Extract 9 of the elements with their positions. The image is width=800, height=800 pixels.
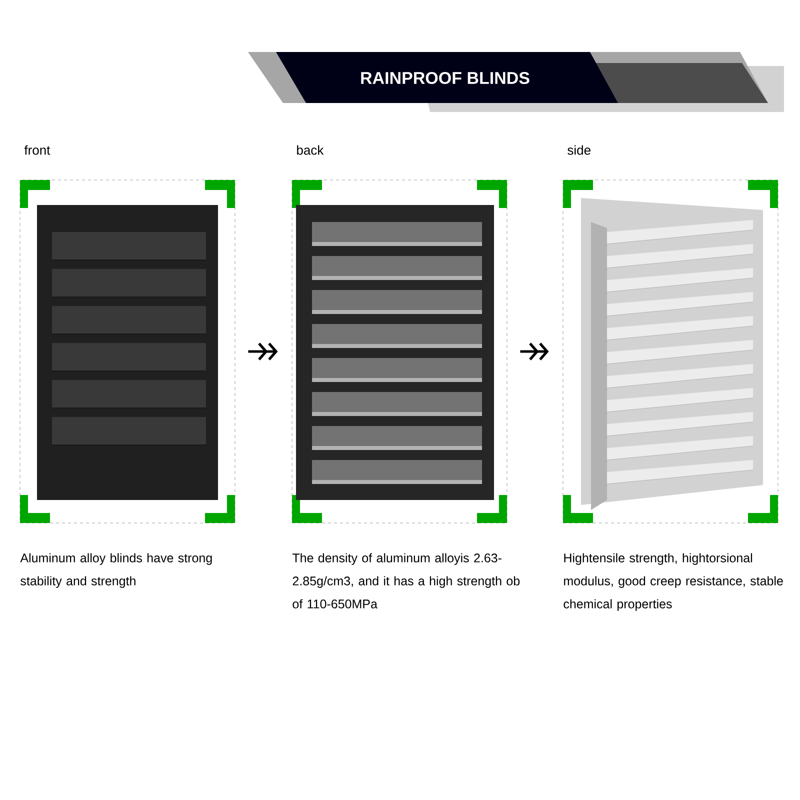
title-banner: RAINPROOF BLINDS xyxy=(248,52,784,112)
description-text: Hightensile strength, hightorsional modulus, good creep resistance, stable chemical properties xyxy=(564,553,783,611)
view-label: front xyxy=(24,145,50,155)
view-label: side xyxy=(568,145,590,155)
description-text: Aluminum alloy blinds have strong stability and strength xyxy=(20,553,212,588)
description-text: The density of aluminum alloyis 2.63-2.85g/cm3, and it has a high strength ob of 110-650MPa xyxy=(292,553,520,608)
view-label: back xyxy=(297,145,324,155)
chevron-arrow xyxy=(248,342,278,360)
chevron-arrow xyxy=(520,342,549,360)
